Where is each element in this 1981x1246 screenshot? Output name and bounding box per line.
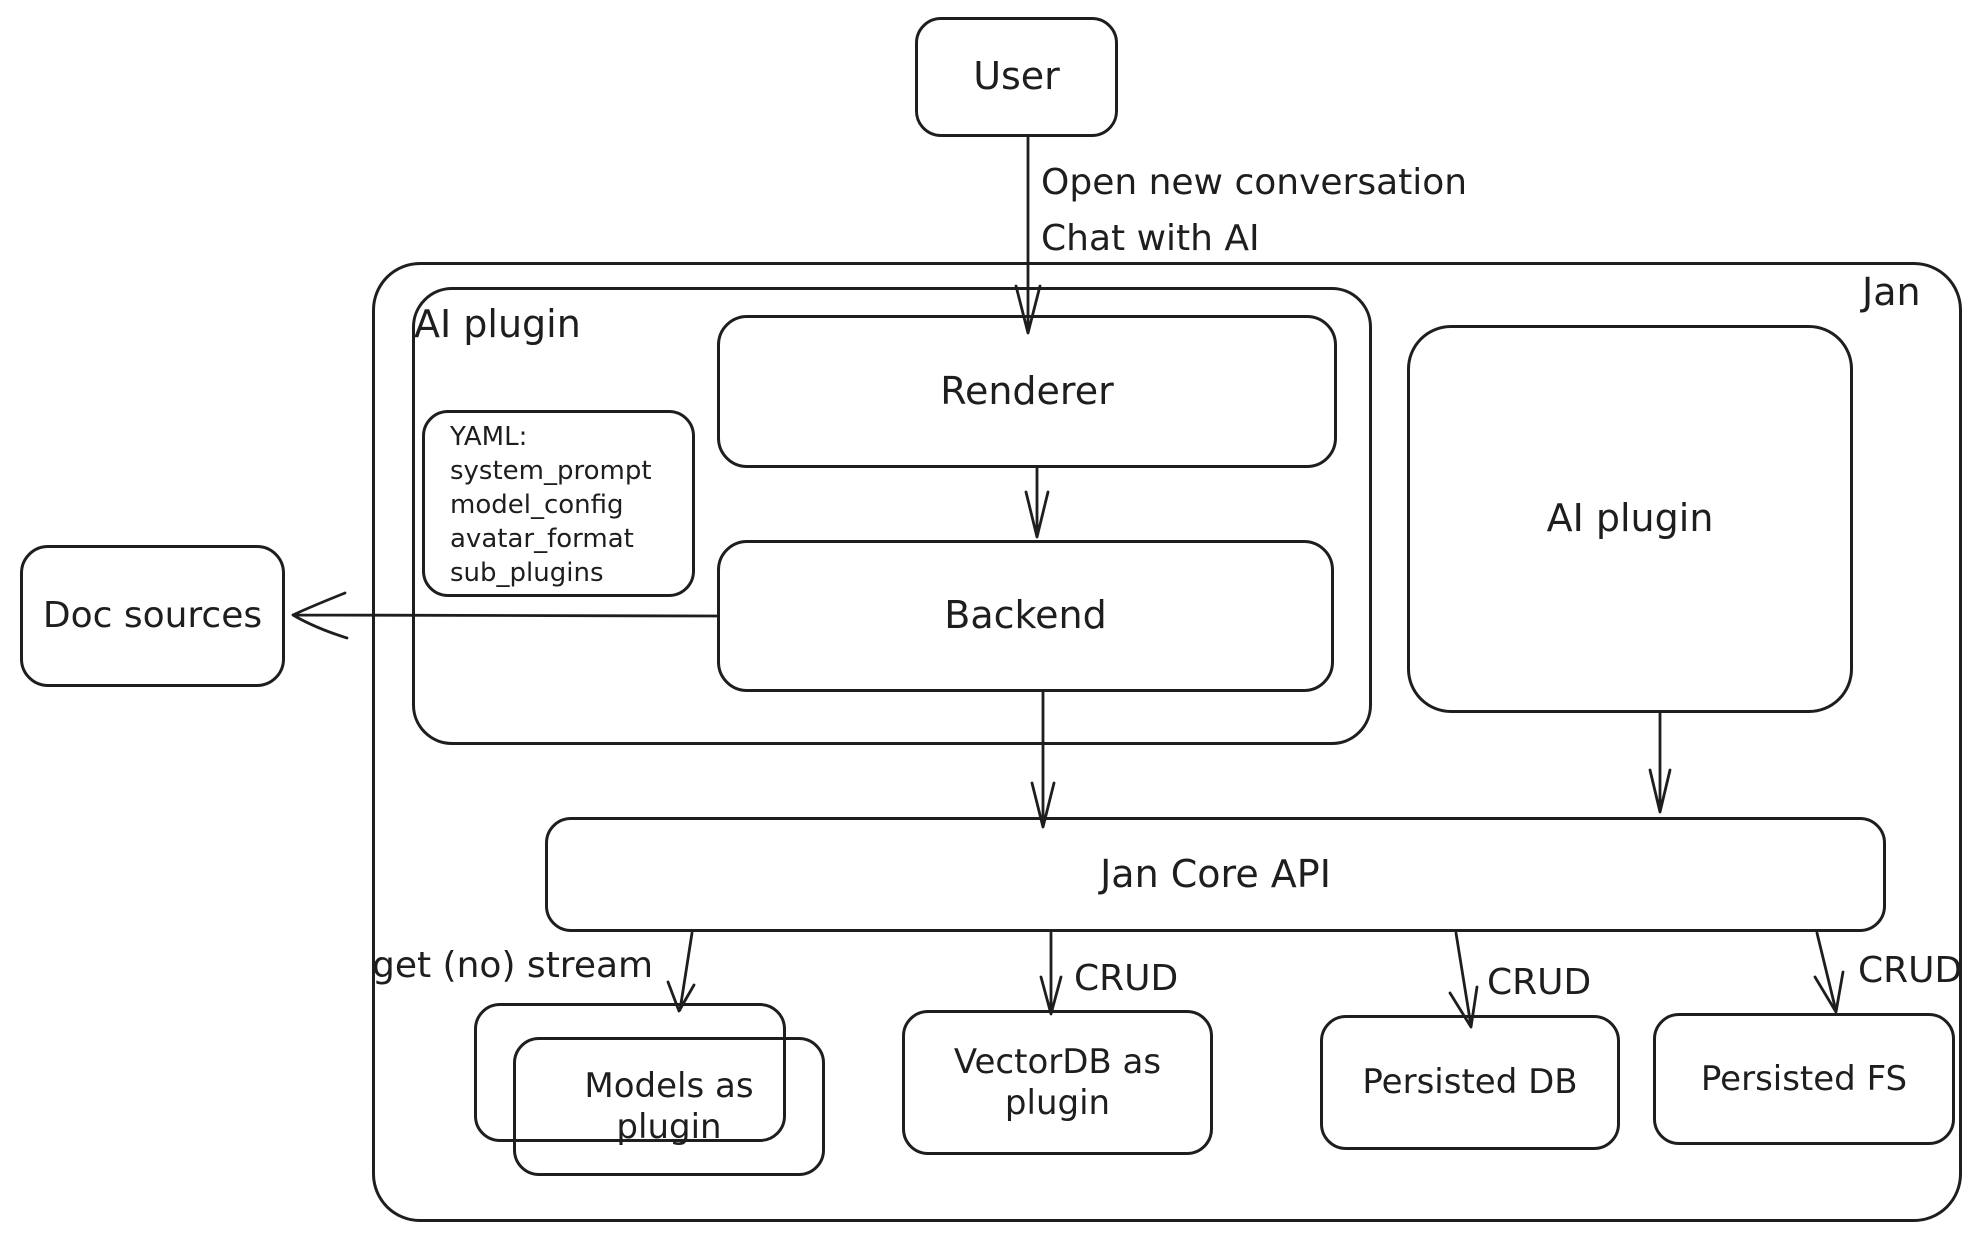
jan-container-label: Jan (1862, 270, 1921, 314)
user-edge-note: Open new conversation Chat with AI (1041, 155, 1467, 267)
crud-persisted-db-label: CRUD (1487, 962, 1592, 1003)
renderer-node: Renderer (717, 315, 1337, 468)
vectordb-plugin-line1: VectorDB as (953, 1041, 1162, 1082)
persisted-fs-node: Persisted FS (1653, 1013, 1955, 1145)
ai-plugin-right-label: AI plugin (1546, 496, 1714, 541)
ai-plugin-container-label: AI plugin (414, 302, 581, 346)
yaml-note-line: avatar_format (450, 524, 634, 554)
doc-sources-node: Doc sources (20, 545, 285, 687)
persisted-db-label: Persisted DB (1362, 1062, 1578, 1103)
models-plugin-back-box (474, 1003, 786, 1142)
jan-container (372, 262, 1962, 1222)
user-label: User (973, 54, 1060, 99)
persisted-db-node: Persisted DB (1320, 1015, 1620, 1150)
vectordb-plugin-line2: plugin (1004, 1082, 1111, 1123)
jan-core-api-label: Jan Core API (1100, 851, 1331, 896)
yaml-note-line: model_config (450, 490, 624, 520)
renderer-label: Renderer (940, 368, 1114, 413)
backend-label: Backend (944, 593, 1107, 638)
ai-plugin-container (412, 287, 1372, 745)
yaml-note-line: sub_plugins (450, 558, 604, 588)
models-plugin-node: Models as plugin (513, 1037, 825, 1176)
doc-sources-label: Doc sources (42, 595, 263, 637)
models-plugin-label: Models as plugin (584, 1066, 753, 1148)
models-plugin-line1: Models as (584, 1065, 754, 1106)
yaml-note-text: YAML: system_prompt model_config avatar_… (450, 420, 652, 590)
persisted-fs-label: Persisted FS (1700, 1058, 1908, 1099)
user-edge-note-line2: Chat with AI (1041, 218, 1260, 259)
vectordb-plugin-node: VectorDB as plugin (902, 1010, 1213, 1155)
user-edge-note-line1: Open new conversation (1041, 162, 1468, 203)
crud-persisted-fs-label: CRUD (1858, 950, 1963, 991)
models-plugin-line2: plugin (616, 1106, 722, 1147)
ai-plugin-right-node: AI plugin (1407, 325, 1853, 713)
vectordb-plugin-label: VectorDB as plugin (954, 1042, 1161, 1124)
user-node: User (915, 17, 1118, 137)
yaml-note-line: system_prompt (450, 456, 652, 486)
get-stream-label: get (no) stream (372, 945, 654, 986)
backend-node: Backend (717, 540, 1334, 692)
crud-vectordb-label: CRUD (1074, 958, 1179, 999)
yaml-note-line: YAML: (450, 422, 528, 452)
jan-core-api-node: Jan Core API (545, 817, 1886, 932)
